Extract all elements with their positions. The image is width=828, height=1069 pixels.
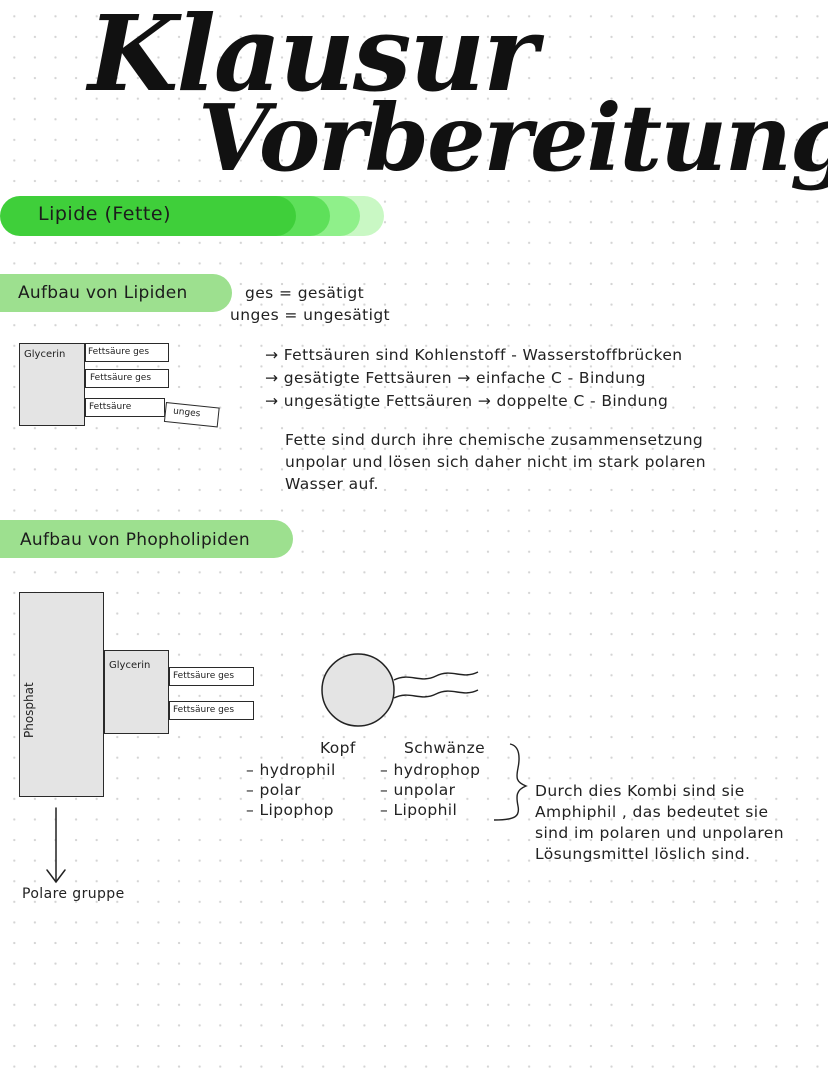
- head-circle: [321, 653, 395, 727]
- paragraph-line-2: unpolar und lösen sich daher nicht im st…: [285, 453, 706, 471]
- tail-line-2: [393, 689, 479, 699]
- glycerin-label-2: Glycerin: [109, 660, 151, 671]
- head-item-1: – hydrophil: [246, 761, 336, 779]
- fatty-acid-label-2: Fettsäure ges: [90, 373, 152, 383]
- title-line-1: Klausur: [88, 0, 538, 115]
- bullet-1: → Fettsäuren sind Kohlenstoff - Wasserst…: [265, 346, 683, 364]
- conclusion-line-4: Lösungsmittel löslich sind.: [535, 845, 751, 863]
- tail-item-2: – unpolar: [380, 781, 456, 799]
- fatty-acid-label-1: Fettsäure ges: [88, 347, 150, 357]
- brace-icon: [493, 743, 528, 821]
- phosphat-box: [19, 592, 104, 797]
- fatty-acid-chain-2: [85, 369, 169, 388]
- pl-fatty-acid-label-1: Fettsäure ges: [173, 671, 235, 681]
- section1-heading: Aufbau von Lipiden: [18, 283, 188, 303]
- conclusion-line-3: sind im polaren und unpolaren: [535, 824, 784, 842]
- legend-ges: ges = gesätigt: [245, 284, 365, 302]
- fatty-acid-chain-1: [85, 343, 169, 362]
- bullet-3: → ungesätigte Fettsäuren → doppelte C - …: [265, 392, 669, 410]
- title-line-2: Vorbereitung: [198, 84, 828, 192]
- topic-pill: [0, 196, 296, 236]
- paragraph-line-1: Fette sind durch ihre chemische zusammen…: [285, 431, 704, 449]
- legend-unges: unges = ungesätigt: [230, 306, 391, 324]
- tail-line-1: [393, 671, 479, 681]
- pl-fatty-acid-chain-2: [169, 701, 254, 720]
- tail-item-1: – hydrophop: [380, 761, 481, 779]
- glycerin-box: [19, 343, 85, 426]
- glycerin-box-2: [104, 650, 169, 734]
- paragraph-line-3: Wasser auf.: [285, 475, 379, 493]
- topic-label: Lipide (Fette): [38, 203, 171, 225]
- fatty-acid-label-3: Fettsäure: [89, 402, 132, 412]
- head-item-3: – Lipophop: [246, 801, 334, 819]
- conclusion-line-1: Durch dies Kombi sind sie: [535, 782, 745, 800]
- tail-item-3: – Lipophil: [380, 801, 458, 819]
- head-col-title: Kopf: [320, 739, 356, 757]
- bullet-2: → gesätigte Fettsäuren → einfache C - Bi…: [265, 369, 646, 387]
- section2-highlight: [0, 520, 293, 558]
- conclusion-line-2: Amphiphil , das bedeutet sie: [535, 803, 769, 821]
- pl-fatty-acid-chain-1: [169, 667, 254, 686]
- section1-highlight: [0, 274, 232, 312]
- head-item-2: – polar: [246, 781, 301, 799]
- tail-col-title: Schwänze: [404, 739, 486, 757]
- pl-fatty-acid-label-2: Fettsäure ges: [173, 705, 235, 715]
- down-arrow-icon: [46, 807, 66, 884]
- glycerin-label: Glycerin: [24, 349, 66, 360]
- section2-heading: Aufbau von Phopholipiden: [20, 530, 250, 550]
- polar-group-label: Polare gruppe: [22, 886, 125, 902]
